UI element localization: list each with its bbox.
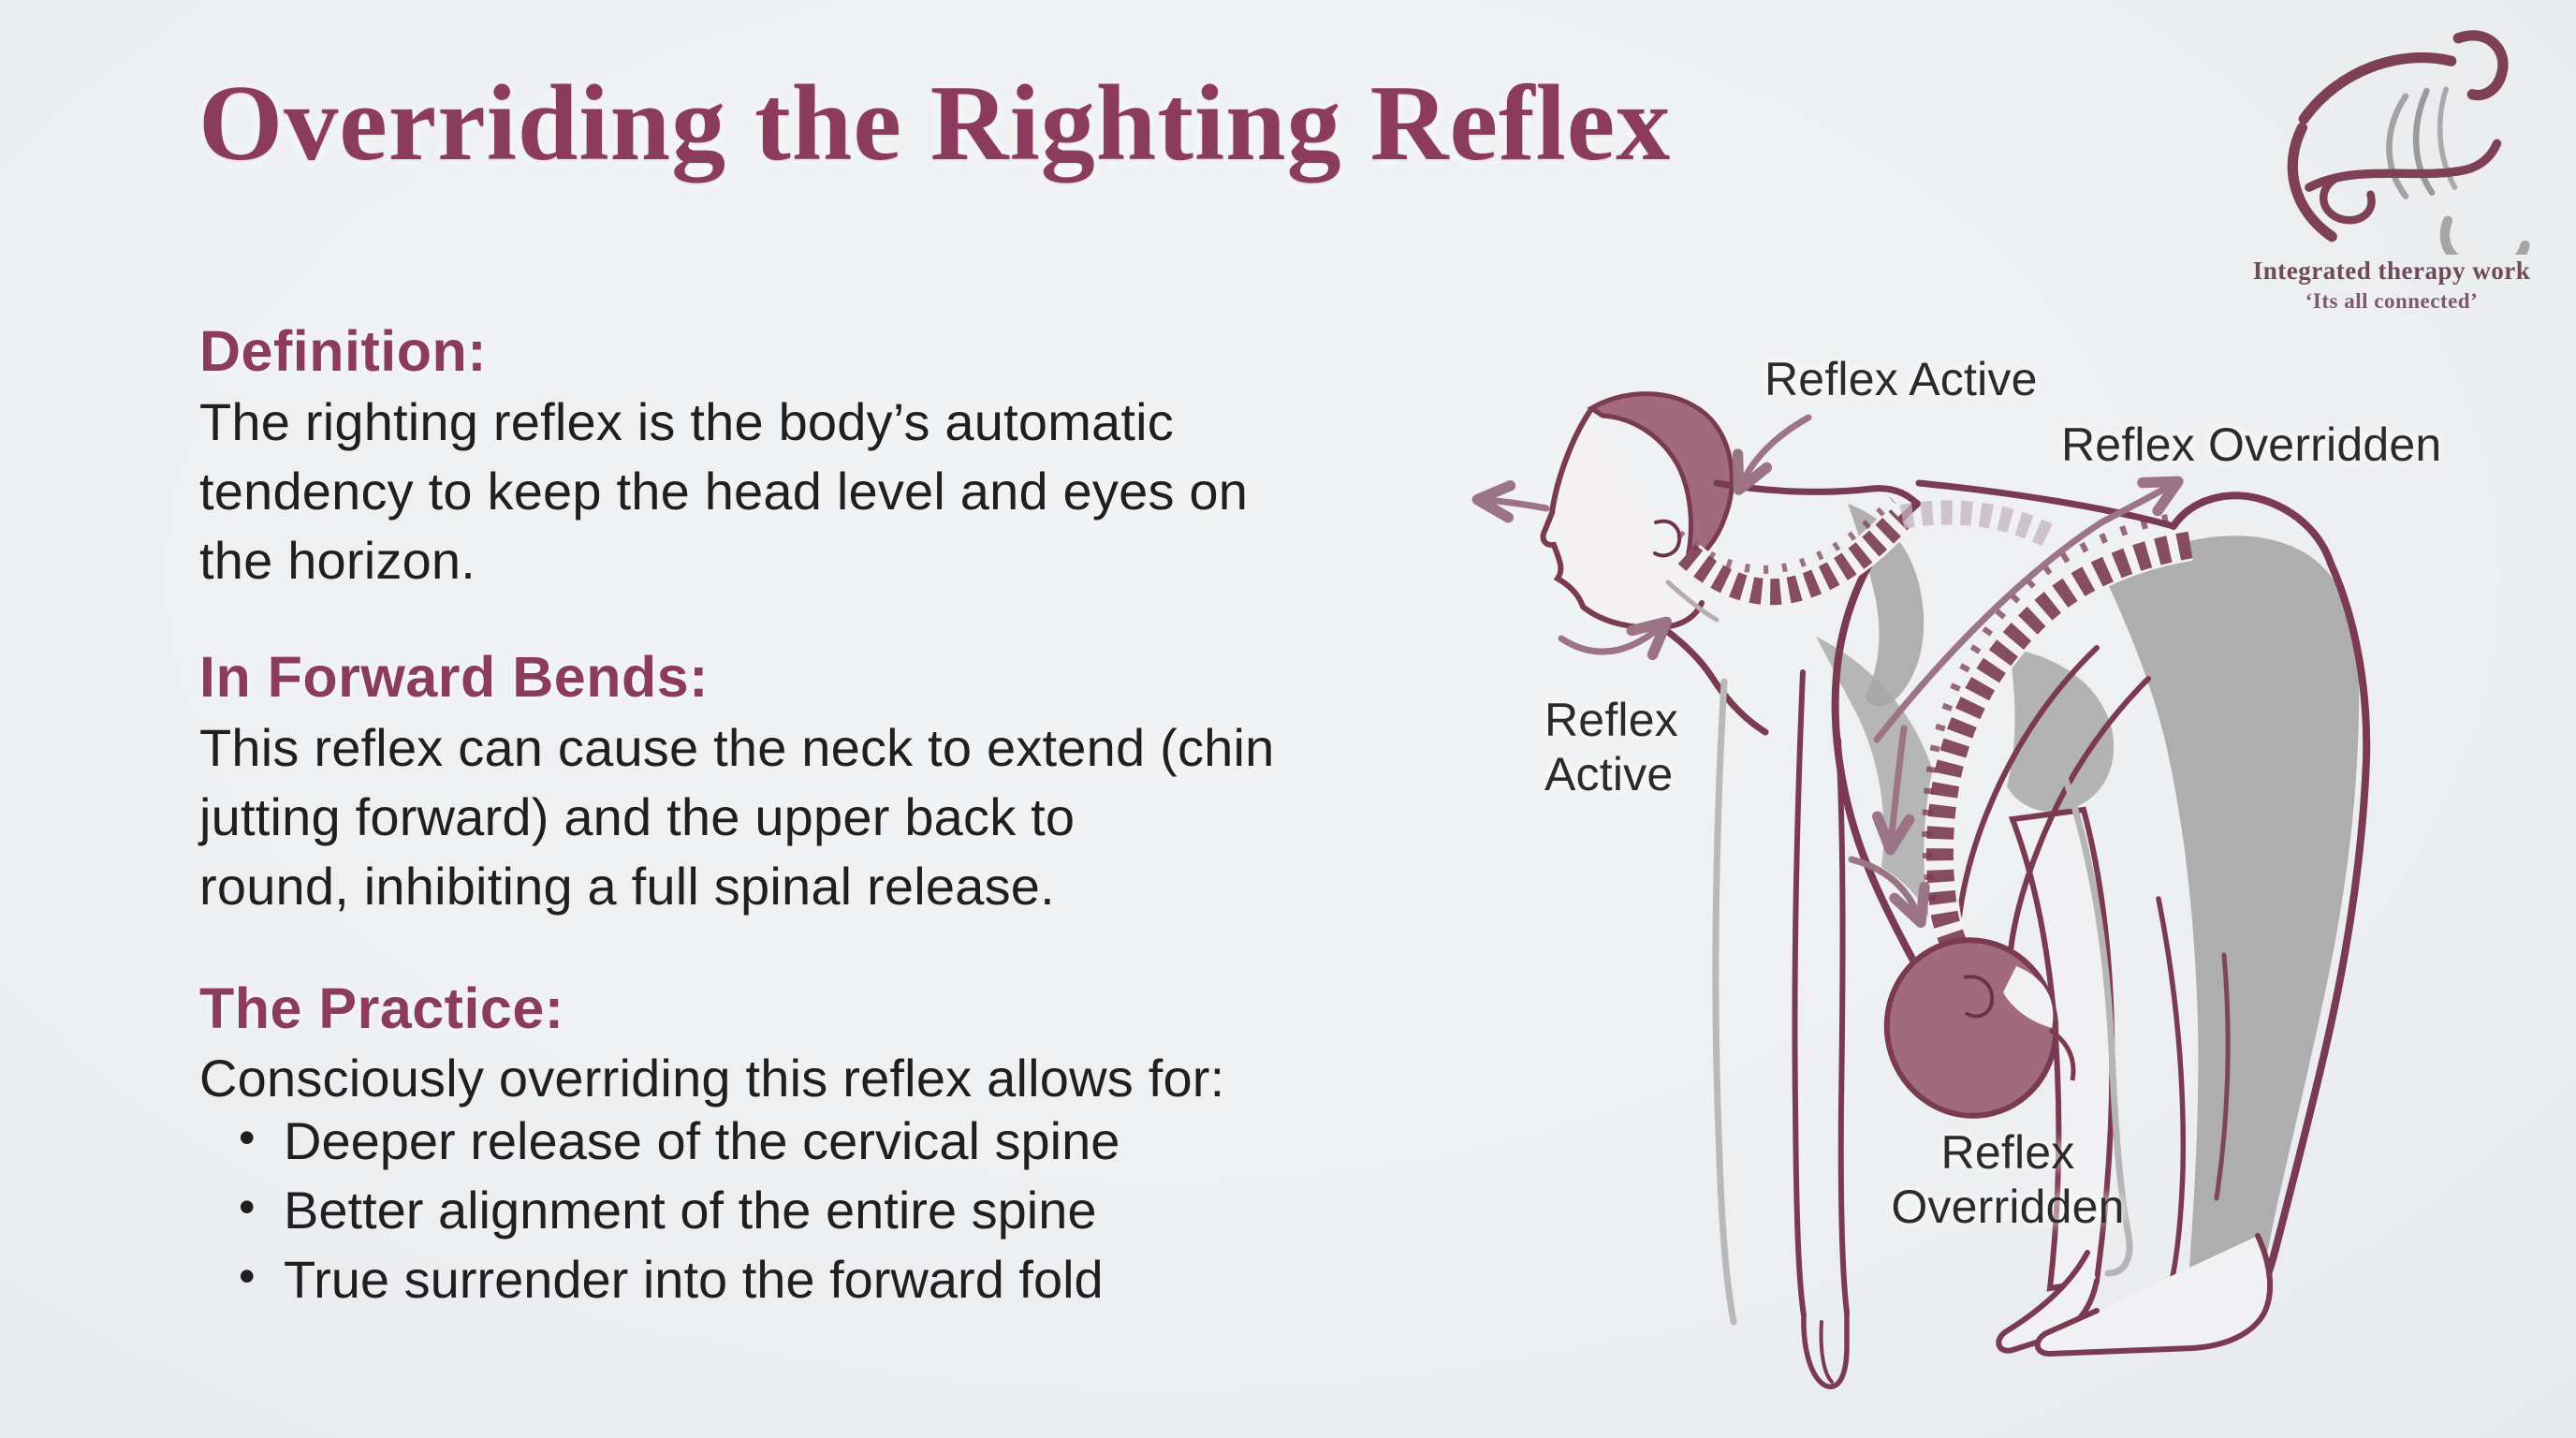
figure2-hanging-head [1883, 937, 2076, 1119]
logo-name: Integrated therapy work [2252, 257, 2531, 285]
arrow-chin-lift-icon [1558, 616, 1673, 661]
label-reflex-overridden-top: Reflex Overridden [2061, 418, 2442, 471]
practice-bullet-1: •Deeper release of the cervical spine [239, 1111, 1120, 1170]
bullet-icon: • [239, 1250, 256, 1302]
practice-bullet-2: •Better alignment of the entire spine [239, 1181, 1097, 1240]
bullet-icon: • [239, 1111, 256, 1164]
direction-arrows [1471, 414, 2184, 929]
label-reflex-active-left: Reflex Active [1544, 694, 1678, 800]
figure2-far-arm-line [2046, 736, 2133, 1277]
practice-heading: The Practice: [199, 976, 564, 1040]
logo: Integrated therapy work ‘Its all connect… [2228, 13, 2555, 314]
forward-bend-diagram: Reflex Active Reflex Overridden Reflex A… [1451, 300, 2576, 1438]
forward-bend-illustration [1471, 391, 2371, 1389]
figure1-far-arm-line [1712, 678, 1737, 1326]
page-title: Overriding the Righting Reflex [198, 64, 1672, 183]
forward-bends-heading: In Forward Bends: [199, 645, 709, 709]
label-reflex-active-top: Reflex Active [1764, 353, 2038, 405]
logo-figure-icon [2287, 30, 2530, 255]
figure2-spine [1922, 514, 2193, 949]
definition-heading: Definition: [199, 319, 488, 383]
label-reflex-overridden-bottom: Reflex Overridden [1891, 1126, 2125, 1233]
arrow-head-drop-icon [1848, 856, 1930, 929]
logo-tagline: ‘Its all connected’ [2305, 289, 2479, 313]
bullet-icon: • [239, 1181, 256, 1233]
arrow-neck-extend-icon [1732, 414, 1812, 495]
practice-bullet-3: •True surrender into the forward fold [239, 1250, 1104, 1309]
figure-reflex-active [1540, 391, 1921, 1389]
forward-bends-body: This reflex can cause the neck to extend… [199, 718, 1275, 916]
figure1-spine [1676, 496, 2057, 609]
arrow-hips-lift-icon [1873, 476, 2184, 743]
definition-body: The righting reflex is the body’s automa… [199, 392, 1249, 590]
gray-shading [1816, 504, 2360, 1281]
figure-reflex-overridden [1831, 479, 2371, 1357]
arrow-head-forward-icon [1471, 480, 1550, 523]
arrow-release-down-icon [1872, 725, 1915, 856]
practice-intro: Consciously overriding this reflex allow… [199, 1049, 1225, 1108]
